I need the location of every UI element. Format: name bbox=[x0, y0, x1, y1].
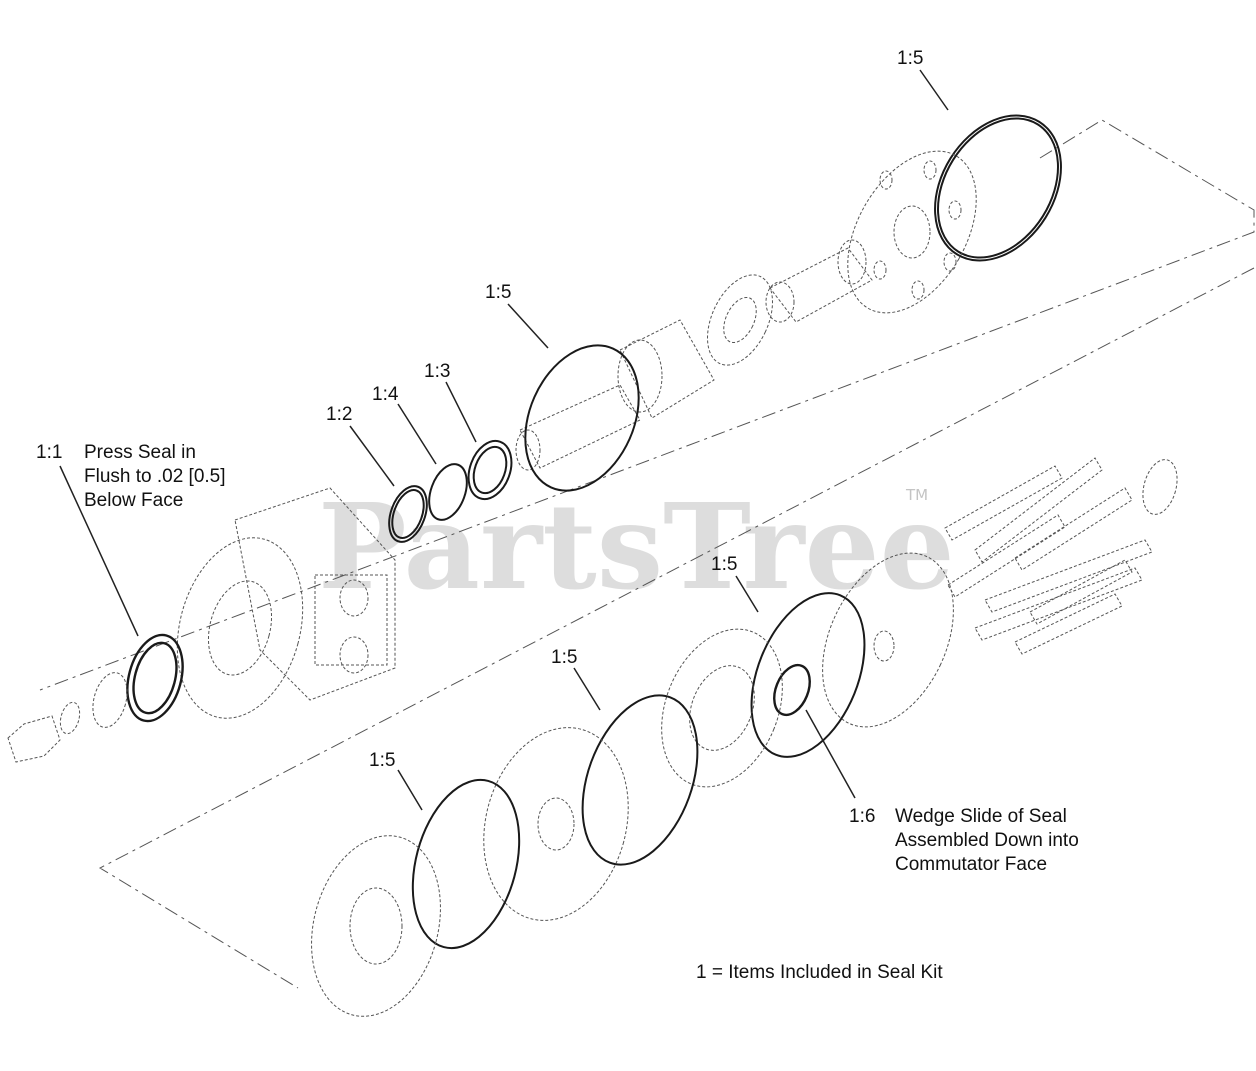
o-ring-1-5-bottom bbox=[411, 778, 521, 950]
seal-1-3 bbox=[467, 439, 513, 501]
shaft-sleeve bbox=[617, 319, 715, 419]
rotor-hub bbox=[349, 887, 403, 965]
legend-seal-kit: 1 = Items Included in Seal Kit bbox=[696, 962, 943, 983]
note-wedge-seal-line-2: Assembled Down into bbox=[895, 830, 1079, 851]
commutator-seal-1-6 bbox=[773, 663, 811, 717]
lower-assembly-axis bbox=[98, 267, 1255, 989]
o-ring-1-5-center bbox=[581, 694, 699, 866]
hex-nut bbox=[7, 715, 61, 763]
thrust-bearing-inner bbox=[723, 296, 757, 344]
washer-large bbox=[92, 672, 128, 728]
callout-1-3: 1:3 bbox=[424, 361, 450, 382]
thrust-bearing bbox=[707, 274, 773, 366]
shaft-seal-1-1 bbox=[126, 633, 184, 723]
callout-1-5-bottom: 1:5 bbox=[369, 750, 395, 771]
wear-plate bbox=[483, 727, 629, 921]
callout-1-5-mid: 1:5 bbox=[485, 282, 511, 303]
wear-plate-hub bbox=[537, 797, 575, 851]
rotor-set bbox=[311, 835, 441, 1017]
end-cover-hub bbox=[873, 630, 895, 662]
watermark-trademark: TM bbox=[905, 486, 928, 504]
note-press-seal-line-2: Flush to .02 [0.5] bbox=[84, 466, 226, 487]
cap-plate bbox=[1142, 459, 1178, 515]
callout-1-5-top: 1:5 bbox=[897, 48, 923, 69]
commutator bbox=[661, 628, 783, 788]
o-ring-1-5-right bbox=[750, 592, 866, 758]
shaft-seal-1-1-inner bbox=[132, 641, 178, 715]
note-wedge-seal-line-1: Wedge Slide of Seal bbox=[895, 806, 1067, 827]
callout-1-1: 1:1 bbox=[36, 442, 62, 463]
note-wedge-seal: Wedge Slide of Seal Assembled Down into … bbox=[895, 806, 1079, 875]
assembly-bolts bbox=[944, 457, 1153, 655]
note-wedge-seal-line-3: Commutator Face bbox=[895, 854, 1047, 875]
motor-housing bbox=[176, 487, 396, 719]
drive-shaft bbox=[765, 239, 873, 323]
callout-1-4: 1:4 bbox=[372, 384, 399, 405]
watermark-text: PartsTree bbox=[318, 477, 955, 616]
leader-lines bbox=[59, 69, 949, 811]
o-ring-1-5-mid bbox=[524, 344, 640, 492]
o-ring-1-5-top-inner bbox=[937, 117, 1059, 259]
upper-assembly-axis bbox=[39, 119, 1255, 691]
callout-1-5-center: 1:5 bbox=[551, 647, 577, 668]
washer-small bbox=[59, 701, 81, 735]
seal-1-3-inner bbox=[472, 445, 508, 495]
note-press-seal-line-1: Press Seal in bbox=[84, 442, 196, 463]
commutator-star bbox=[689, 665, 755, 751]
callout-1-5-right: 1:5 bbox=[711, 554, 737, 575]
callout-1-6: 1:6 bbox=[849, 806, 875, 827]
end-flange bbox=[847, 150, 977, 314]
callout-1-2: 1:2 bbox=[326, 404, 352, 425]
note-press-seal-line-3: Below Face bbox=[84, 490, 183, 511]
o-ring-1-5-top bbox=[934, 114, 1062, 262]
note-press-seal: Press Seal in Flush to .02 [0.5] Below F… bbox=[84, 442, 226, 511]
ring-1-2-inner bbox=[391, 489, 425, 539]
end-cover bbox=[822, 552, 954, 728]
output-shaft bbox=[515, 384, 641, 471]
ring-1-2 bbox=[388, 485, 428, 543]
end-flange-holes bbox=[873, 160, 962, 300]
ring-1-4 bbox=[428, 463, 468, 521]
